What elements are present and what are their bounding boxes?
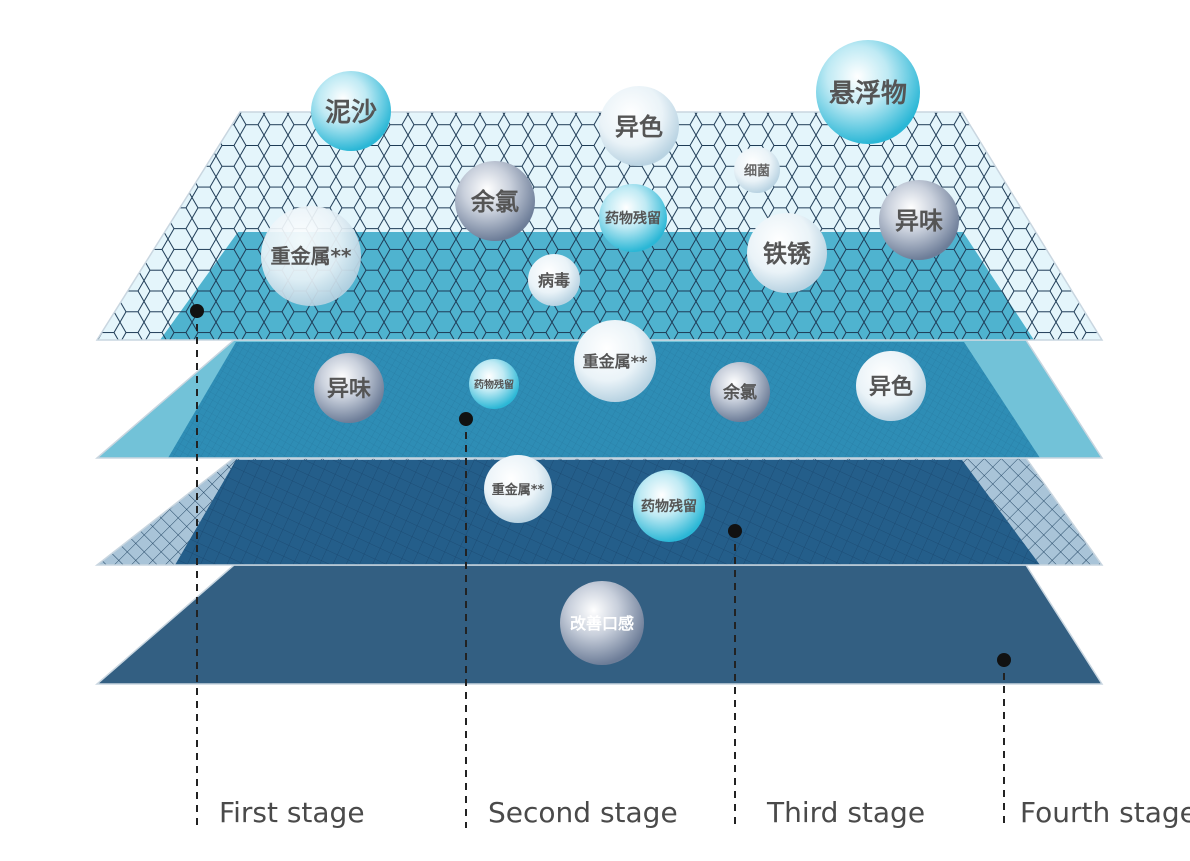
bubbles-layer-3: 重金属** 药物残留	[484, 455, 705, 542]
bubble-improve-taste: 改善口感	[560, 581, 644, 665]
bubble-residual-chlorine: 余氯	[710, 362, 770, 422]
bubble-heavy-metal: 重金属**	[484, 455, 552, 523]
bubble-drug-residue: 药物残留	[599, 184, 667, 252]
stage-3-dot	[728, 524, 742, 538]
bubble-color: 异色	[599, 86, 679, 166]
bubble-label: 悬浮物	[829, 79, 907, 109]
bubble-drug-residue: 药物残留	[469, 359, 519, 409]
bubble-label: 异色	[615, 113, 663, 141]
layer-2	[94, 339, 1104, 459]
bubble-mud-sand: 泥沙	[311, 71, 391, 151]
bubble-label: 异味	[327, 377, 371, 402]
bubble-drug-residue: 药物残留	[633, 470, 705, 542]
bubbles-layer-4: 改善口感	[560, 581, 644, 665]
bubble-label: 病毒	[538, 271, 570, 290]
bubble-label: 异色	[869, 374, 913, 400]
stage-2-dot	[459, 412, 473, 426]
bubble-label: 重金属**	[492, 482, 545, 498]
bubble-residual-chlorine: 余氯	[455, 161, 535, 241]
stage-label-second: Second stage	[488, 796, 678, 829]
bubble-label: 异味	[895, 207, 943, 235]
bubble-label: 泥沙	[325, 98, 377, 128]
stage-label-first: First stage	[219, 796, 365, 829]
bubble-rust: 铁锈	[747, 213, 827, 293]
bubble-label: 重金属**	[583, 352, 648, 371]
bubble-heavy-metal: 重金属**	[261, 206, 361, 306]
bubble-color: 异色	[856, 351, 926, 421]
bubble-label: 重金属**	[271, 244, 352, 268]
bubbles-layer-1: 泥沙 异色 悬浮物 细菌 余氯 药物残留 异味 重金属** 铁锈 病毒	[261, 40, 959, 306]
stage-1-dot	[190, 304, 204, 318]
bubble-label: 药物残留	[474, 378, 514, 391]
bubble-odor: 异味	[314, 353, 384, 423]
bubble-label: 余氯	[470, 188, 519, 216]
bubble-label: 铁锈	[763, 240, 811, 268]
bubble-odor: 异味	[879, 180, 959, 260]
bubble-bacteria: 细菌	[734, 147, 780, 193]
stage-markers	[190, 304, 1011, 828]
bubble-label: 余氯	[722, 382, 757, 403]
bubbles-layer-2: 重金属** 异味 药物残留 余氯 异色	[314, 320, 926, 423]
stage-label-fourth: Fourth stage	[1020, 796, 1190, 829]
bubble-label: 细菌	[744, 163, 770, 179]
stage-label-third: Third stage	[767, 796, 926, 829]
bubble-label: 改善口感	[570, 614, 634, 633]
bubble-suspended-matter: 悬浮物	[816, 40, 920, 144]
layer-3	[94, 457, 1104, 566]
bubble-heavy-metal: 重金属**	[574, 320, 656, 402]
bubble-label: 药物残留	[605, 210, 661, 227]
bubble-virus: 病毒	[528, 254, 580, 306]
stage-4-dot	[997, 653, 1011, 667]
bubble-label: 药物残留	[641, 498, 697, 515]
